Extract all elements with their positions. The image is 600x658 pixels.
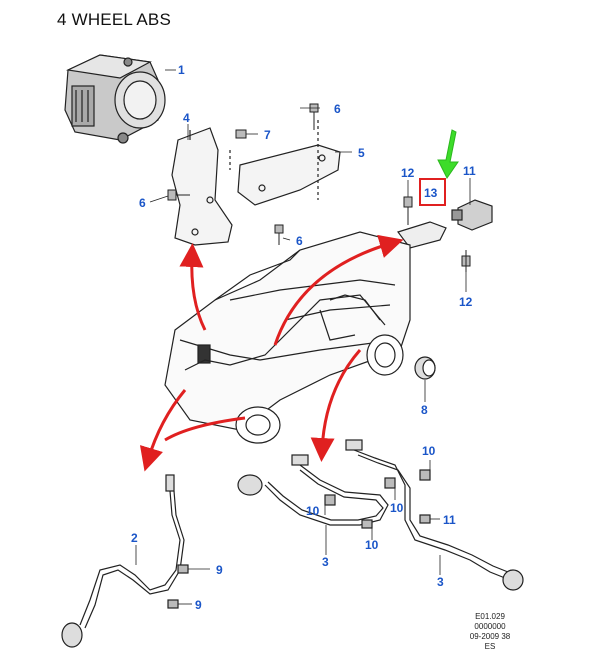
callout-11: 11 <box>463 164 476 178</box>
callout-10: 10 <box>390 501 404 515</box>
sensor-harness-front-left <box>61 474 189 648</box>
highlight-box <box>419 178 446 206</box>
callout-10: 10 <box>306 504 320 518</box>
bolt-fasteners <box>167 103 471 272</box>
diagram-title: 4 WHEEL ABS <box>57 10 172 29</box>
callout-6: 6 <box>334 102 341 116</box>
grommet-part <box>414 356 436 380</box>
mounting-bracket-part <box>171 127 233 246</box>
callout-9: 9 <box>195 598 202 612</box>
callout-13: 13 <box>424 186 438 200</box>
callout-3: 3 <box>437 575 444 589</box>
location-arrows <box>139 234 404 472</box>
callout-10: 10 <box>365 538 379 552</box>
callout-4: 4 <box>183 111 190 125</box>
callout-5: 5 <box>358 146 365 160</box>
stamp-line: 0000000 <box>474 622 506 631</box>
drawing-reference-stamp: E01.029 0000000 09-2009 38 ES <box>450 612 530 652</box>
callout-9: 9 <box>216 563 223 577</box>
callout-12: 12 <box>401 166 415 180</box>
callout-11: 11 <box>443 513 456 527</box>
callout-6: 6 <box>139 196 146 210</box>
callout-3: 3 <box>322 555 329 569</box>
highlight-arrow <box>437 129 459 179</box>
callout-10: 10 <box>422 444 436 458</box>
callout-1: 1 <box>178 63 185 77</box>
callout-numbers: 1 2 3 3 4 5 6 6 6 7 8 9 9 10 10 10 10 11… <box>131 63 476 612</box>
sensor-harness-rear-left <box>237 454 389 529</box>
stamp-line: 09-2009 38 <box>469 632 511 641</box>
callout-12: 12 <box>459 295 473 309</box>
callout-6: 6 <box>296 234 303 248</box>
callout-2: 2 <box>131 531 138 545</box>
stamp-line: E01.029 <box>475 612 505 621</box>
sensor-bracket-part <box>397 199 493 249</box>
mounting-bracket-right-part <box>237 120 341 206</box>
callout-8: 8 <box>421 403 428 417</box>
sensor-harness-rear-right <box>345 439 524 591</box>
stamp-line: ES <box>484 642 496 651</box>
callout-7: 7 <box>264 128 271 142</box>
vehicle-outline <box>164 231 411 444</box>
abs-unit-part <box>64 54 176 144</box>
callout-leaders <box>135 107 471 605</box>
